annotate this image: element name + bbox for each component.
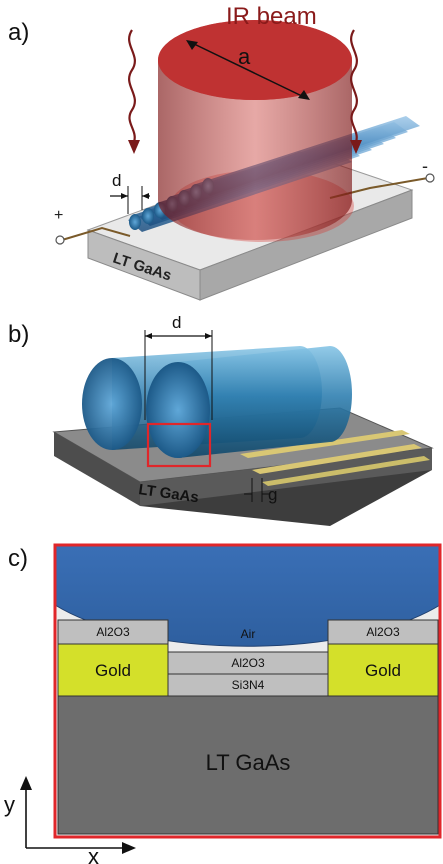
air-label: Air [241,627,256,641]
plus-label: + [54,207,63,224]
wave-arrow-right [350,29,358,143]
substrate-label-c: LT GaAs [206,750,291,775]
wave-arrowhead-right [350,140,362,154]
panel-a: a) LT GaAs + - [8,3,435,301]
beam-width-arrow [189,41,307,99]
panel-a-letter: a) [8,19,29,46]
zoom-box [146,422,212,468]
al2o3-right-label: Al2O3 [366,625,400,639]
gold-left-label: Gold [95,661,131,680]
wave-arrow-left [128,29,136,143]
al2o3-left-label: Al2O3 [96,625,130,639]
x-axis-label: x [88,844,99,864]
panel-c-letter: c) [8,545,28,572]
panel-c: c) Al2O3 Gold Al2O3 Gold Air Al2O3 Si3N4… [4,543,442,864]
panel-b-letter: b) [8,321,29,348]
big-fiber-front [146,346,352,458]
ir-beam [158,20,352,240]
beam-width-label: a [238,44,251,69]
panel-b: b) d LT GaAs g [8,313,434,526]
minus-label: - [422,156,428,176]
electrode-left-wire [61,226,131,241]
x-axis-arrowhead [122,842,136,854]
spacing-label-b: d [172,313,181,332]
terminal-plus [55,235,65,245]
gold-strip-b [252,444,422,474]
cross-section-frame [53,543,442,839]
gold-right-layer [327,643,439,697]
gold-strip-b [240,430,410,458]
gold-right-label: Gold [365,661,401,680]
y-axis-label: y [4,792,15,817]
al2o3-left-layer [57,619,169,645]
si3n4-label: Si3N4 [232,678,265,692]
fiber-end [129,214,141,230]
beam-label: IR beam [226,3,317,30]
substrate-b-front [54,432,140,506]
al2o3-center-label: Al2O3 [231,656,265,670]
spacing-label-a: d [112,171,121,190]
gold-left-layer [57,643,169,697]
y-axis-arrowhead [20,776,32,790]
terminal-minus [425,173,435,183]
al2o3-right-layer [327,619,439,645]
gold-strip-b [262,456,430,486]
wave-arrowhead-left [128,140,140,154]
fiber-end [142,208,154,224]
gap-label: g [268,485,277,504]
substrate-c [57,695,439,835]
